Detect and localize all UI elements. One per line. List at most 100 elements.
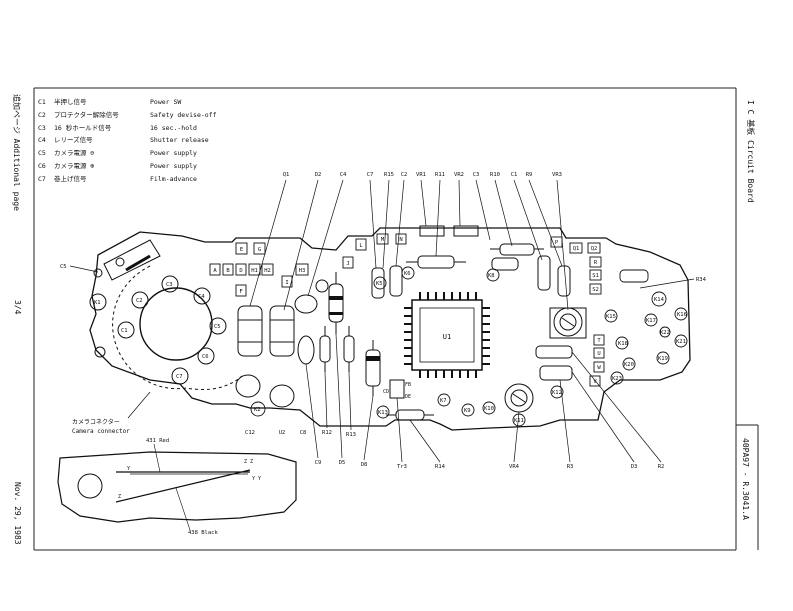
ic-u1-pins <box>404 292 490 378</box>
box-n: N <box>399 237 402 243</box>
label-c4: C4 <box>340 172 347 178</box>
label-vr3: VR3 <box>552 172 562 178</box>
contact-k18: K18 <box>618 341 628 347</box>
contact-k8: K8 <box>488 273 495 279</box>
label-vr4: VR4 <box>509 464 520 470</box>
large-capacitors <box>235 279 329 408</box>
box-m: M <box>381 237 385 243</box>
camera-connector-jp: カメラコネクター <box>72 418 120 426</box>
transistor-tr3 <box>389 379 405 399</box>
contact-c7: C7 <box>176 374 183 380</box>
trimmer-pots <box>419 225 587 413</box>
box-v: V <box>593 379 597 385</box>
contact-c3: C3 <box>166 282 173 288</box>
wire-red-label: 431 Red <box>146 438 169 444</box>
connector-wires <box>115 469 251 503</box>
contact-k13: K13 <box>378 410 388 416</box>
contact-k16: K16 <box>677 312 687 318</box>
c5-leader <box>69 265 99 273</box>
contact-k7: K7 <box>440 398 447 404</box>
c5-slot <box>103 239 161 281</box>
box-a: A <box>213 268 217 274</box>
label-c3: C3 <box>473 172 480 178</box>
label-q1: Q1 <box>283 172 290 178</box>
contact-k23: K23 <box>612 376 622 382</box>
label-zz: Z Z <box>244 459 253 465</box>
c5-slot-bar <box>125 254 151 272</box>
contact-pads <box>89 257 227 385</box>
ic-u1-inner <box>419 307 475 363</box>
contact-k9: K9 <box>464 408 471 414</box>
label-c12: C12 <box>245 430 255 436</box>
contact-c1: C1 <box>121 328 128 334</box>
contact-k6: K6 <box>404 271 411 277</box>
label-d3: D3 <box>631 464 638 470</box>
contact-labels: K1 C2 C3 C4 C5 C6 C7 C1 K2 K5 K6 K7 K8 K… <box>94 271 687 424</box>
label-r34: R34 <box>696 277 707 283</box>
contact-k1: K1 <box>94 300 101 306</box>
box-e: E <box>240 247 243 253</box>
wire-black-label: 438 Black <box>188 530 218 536</box>
connector-board <box>57 451 297 523</box>
label-yy: Y Y <box>252 476 261 482</box>
contact-k15: K15 <box>606 314 616 320</box>
contact-k22: K22 <box>660 330 670 336</box>
label-vr2: VR2 <box>454 172 464 178</box>
box-f: F <box>239 289 242 295</box>
contact-k20: K20 <box>624 362 634 368</box>
label-tr3: Tr3 <box>397 464 407 470</box>
label-r9: R9 <box>526 172 533 178</box>
top-leader-lines <box>249 179 569 311</box>
label-r12: R12 <box>322 430 332 436</box>
letter-box-labels: E G A B D H1 H2 F H3 I J L M N P Q1 Q2 R… <box>213 237 601 385</box>
top-component-labels: Q1 D2 C4 C7 R15 C2 VR1 R11 VR2 C3 R10 C1… <box>283 172 562 178</box>
box-d: D <box>239 268 242 274</box>
box-q2: Q2 <box>591 246 598 252</box>
label-c7: C7 <box>367 172 374 178</box>
contact-k2: K2 <box>254 407 261 413</box>
contact-k19: K19 <box>658 356 668 362</box>
box-b: B <box>226 268 230 274</box>
label-c2: C2 <box>401 172 408 178</box>
contact-c4: C4 <box>198 294 205 300</box>
label-u2: U2 <box>279 430 286 436</box>
component-bands <box>329 296 380 361</box>
box-p: P <box>555 240 559 246</box>
box-l: L <box>359 243 363 249</box>
label-r13: R13 <box>346 432 356 438</box>
contact-k17: K17 <box>646 318 656 324</box>
contact-k14: K14 <box>654 297 665 303</box>
contact-k11: K11 <box>514 418 524 424</box>
box-j: J <box>346 261 349 267</box>
label-d2: D2 <box>315 172 322 178</box>
connector-leader <box>127 391 151 419</box>
camera-connector-en: Camera connector <box>72 428 130 435</box>
label-r2: R2 <box>658 464 665 470</box>
contact-c5: C5 <box>214 324 221 330</box>
right-pads <box>250 266 688 427</box>
r34-resistor <box>619 269 649 283</box>
wire-red-leader <box>153 443 161 473</box>
box-u: U <box>597 351 600 357</box>
label-z: Z <box>118 494 121 500</box>
bottom-component-labels: C12 U2 C8 R12 R13 C9 D5 D8 Tr3 R14 VR4 R… <box>245 430 664 470</box>
label-r3: R3 <box>567 464 574 470</box>
label-fb: FB <box>405 382 411 388</box>
label-c9: C9 <box>315 460 322 466</box>
label-vr1: VR1 <box>416 172 426 178</box>
r34-leader <box>639 278 695 289</box>
box-w: W <box>597 365 601 371</box>
ic-u1-label: U1 <box>443 333 451 341</box>
ic-u1 <box>411 299 483 371</box>
box-g: G <box>258 247 261 253</box>
lens-hole <box>139 287 213 361</box>
letter-box-frames <box>209 233 605 387</box>
box-s1: S1 <box>592 273 599 279</box>
box-i: I <box>285 280 288 286</box>
